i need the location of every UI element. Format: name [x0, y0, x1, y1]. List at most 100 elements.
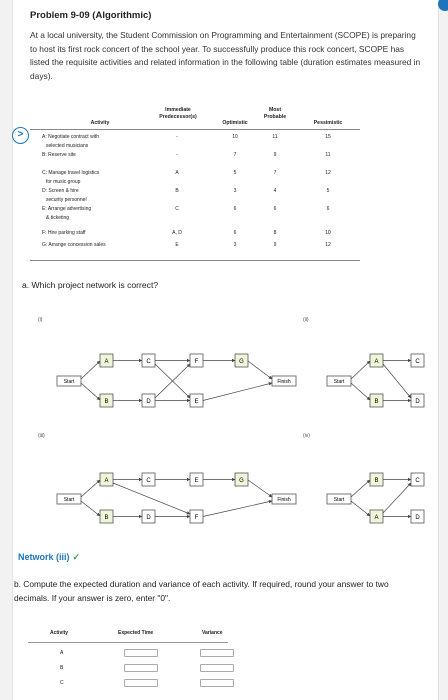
- start-node: [56, 375, 82, 387]
- result-activity-label: B: [60, 665, 64, 671]
- result-activity-label: C: [60, 680, 64, 686]
- corner-badge-icon: [438, 0, 448, 11]
- optimistic-cell: 6: [233, 230, 237, 236]
- activity-name: C: Manage travel logistics: [42, 170, 100, 176]
- network-iv-arrows: [350, 477, 412, 519]
- expected-time-input[interactable]: [124, 679, 158, 687]
- most-probable-cell: 9: [273, 242, 277, 248]
- optimistic-cell: 10: [232, 134, 238, 140]
- optimistic-cell: 5: [233, 170, 237, 176]
- node-a-label: A: [374, 515, 378, 521]
- expected-time-input[interactable]: [124, 664, 158, 672]
- activity-name: A: Negotiate contract with: [42, 134, 99, 140]
- network-label-i: (i): [38, 317, 43, 323]
- finish-label: Finish: [277, 379, 291, 385]
- network-label-iii: (iii): [38, 433, 45, 439]
- node-f-label: F: [195, 515, 199, 521]
- pessimistic-cell: 12: [325, 170, 331, 176]
- node-a-label: A: [374, 359, 378, 365]
- start-label: Start: [334, 379, 345, 385]
- activity-name: E: Arrange advertising: [42, 206, 92, 212]
- node-a-label: A: [104, 359, 108, 365]
- start-label: Start: [334, 497, 345, 503]
- network-diagram-iii: Start A C E G Finish B D F: [56, 472, 297, 524]
- question-a: a. Which project network is correct?: [22, 280, 159, 290]
- most-probable-cell: 8: [273, 230, 277, 236]
- activity-name: D: Screen & hire: [42, 188, 79, 194]
- result-activity-label: A: [60, 650, 64, 656]
- table-header-divider: [30, 129, 360, 130]
- network-diagram-iv: Start B C A D: [326, 472, 425, 524]
- pessimistic-cell: 5: [326, 188, 330, 194]
- optimistic-cell: 7: [233, 152, 237, 158]
- node-c-label: C: [146, 478, 151, 484]
- result-header-activity: Activity: [50, 630, 69, 636]
- network-diagram-i: Start A C F G Finish B D E: [56, 353, 297, 408]
- node-b-label: B: [374, 399, 378, 405]
- network-diagram-ii: Start A C B D: [326, 353, 425, 408]
- result-header-variance: Variance: [202, 630, 223, 636]
- node-f-label: F: [195, 359, 199, 365]
- network-answer: Network (iii)✓: [18, 552, 80, 563]
- node-d-label: D: [415, 399, 420, 405]
- node-c-label: C: [415, 478, 420, 484]
- most-probable-cell: 11: [272, 134, 278, 140]
- network-iii-arrows: [80, 477, 273, 519]
- variance-input[interactable]: [200, 664, 234, 672]
- node-e-label: E: [194, 478, 198, 484]
- node-d-label: D: [146, 399, 151, 405]
- question-b: b. Compute the expected duration and var…: [14, 579, 389, 603]
- optimistic-cell: 3: [233, 242, 237, 248]
- optimistic-cell: 3: [233, 188, 237, 194]
- start-node: [326, 493, 352, 505]
- problem-intro: At a local university, the Student Commi…: [30, 30, 421, 81]
- activity-name-cont: selected musicians: [46, 143, 89, 149]
- start-label: Start: [64, 497, 75, 503]
- activity-table: > Activity Immediate Predecessor(s) Opti…: [12, 106, 360, 261]
- header-activity: Activity: [90, 120, 110, 126]
- header-optimistic: Optimistic: [222, 120, 248, 126]
- header-pessimistic: Pessimistic: [313, 120, 343, 126]
- predecessor-cell: B: [175, 188, 179, 194]
- activity-name-cont: security personnel: [46, 197, 87, 203]
- right-scroll-rail[interactable]: [438, 0, 448, 700]
- network-i-arrows: [80, 358, 273, 403]
- node-b-label: B: [374, 478, 378, 484]
- variance-input[interactable]: [200, 649, 234, 657]
- optimistic-cell: 6: [233, 206, 237, 212]
- header-predecessors: Immediate Predecessor(s): [159, 107, 197, 120]
- predecessor-cell: E: [175, 242, 179, 248]
- pessimistic-cell: 10: [325, 230, 331, 236]
- network-label-iv: (iv): [303, 433, 310, 439]
- finish-label: Finish: [277, 497, 291, 503]
- answer-text: Network (iii): [18, 552, 70, 562]
- activity-name-cont: for music group: [46, 179, 81, 185]
- node-c-label: C: [146, 359, 151, 365]
- node-g-label: G: [239, 478, 244, 484]
- most-probable-cell: 9: [273, 152, 277, 158]
- expand-row-icon[interactable]: >: [12, 127, 29, 144]
- result-table: Activity Expected Time Variance A B C: [28, 630, 234, 700]
- finish-node: [271, 375, 297, 387]
- most-probable-cell: 4: [273, 188, 277, 194]
- problem-title: Problem 9-09 (Algorithmic): [30, 10, 152, 21]
- network-label-ii: (ii): [303, 317, 309, 323]
- activity-name: F: Hire parking staff: [42, 230, 86, 236]
- expected-time-input[interactable]: [124, 649, 158, 657]
- start-node: [326, 375, 352, 387]
- node-d-label: D: [146, 515, 151, 521]
- start-node: [56, 493, 82, 505]
- pessimistic-cell: 11: [325, 152, 331, 158]
- node-a-label: A: [104, 478, 108, 484]
- table-bottom-divider: [30, 260, 360, 261]
- finish-node: [271, 493, 297, 505]
- header-most-probable: Most Probable: [263, 107, 287, 120]
- activity-name: B: Reserve site: [42, 152, 76, 158]
- left-scroll-rail: [0, 0, 13, 700]
- node-b-label: B: [104, 399, 108, 405]
- result-header-expected: Expected Time: [118, 630, 154, 636]
- variance-input[interactable]: [200, 679, 234, 687]
- predecessor-cell: -: [176, 134, 178, 140]
- result-header-divider: [28, 642, 228, 643]
